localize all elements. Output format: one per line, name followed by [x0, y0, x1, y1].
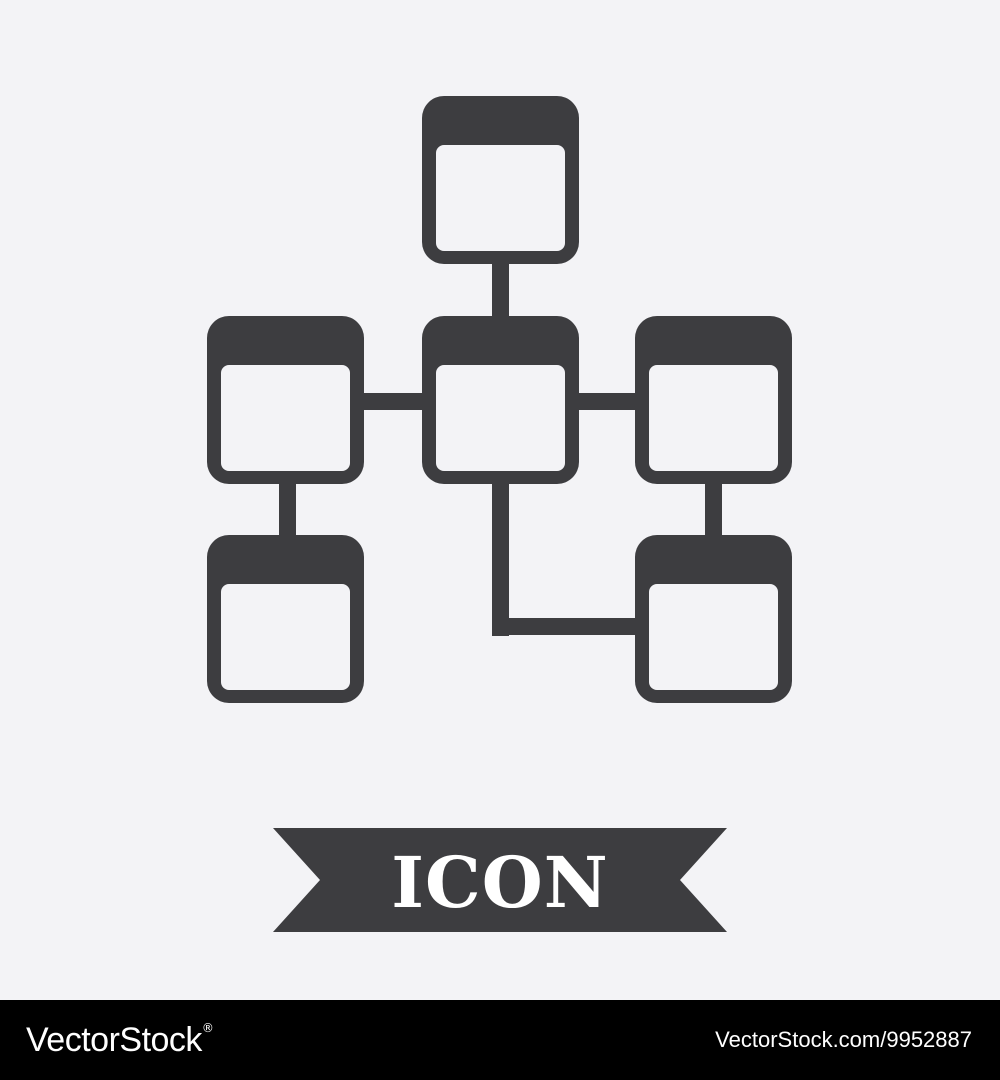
connector-left-vertical [279, 480, 296, 538]
icon-canvas [207, 96, 792, 932]
connector-center-right [575, 393, 641, 410]
table-node-bottom-right [635, 535, 792, 703]
table-node-left [207, 316, 364, 484]
table-node-right [635, 316, 792, 484]
database-network-icon [279, 262, 722, 636]
connector-center-down [492, 478, 509, 636]
ribbon-banner [273, 828, 727, 932]
connector-left-center [360, 393, 426, 410]
footer-brand: VectorStock® [26, 1020, 214, 1059]
table-node-top [422, 96, 579, 264]
connector-center-bottomright [492, 618, 642, 635]
footer-url: VectorStock.com/9952887 [715, 1027, 972, 1052]
connector-right-vertical [705, 480, 722, 538]
table-node-center [422, 316, 579, 484]
ribbon-label: ICON [391, 840, 609, 924]
footer-bar: VectorStock® VectorStock.com/9952887 [0, 1000, 1000, 1080]
connector-top-center [492, 262, 509, 320]
registered-mark: ® [201, 1020, 214, 1035]
table-node-bottom-left [207, 535, 364, 703]
